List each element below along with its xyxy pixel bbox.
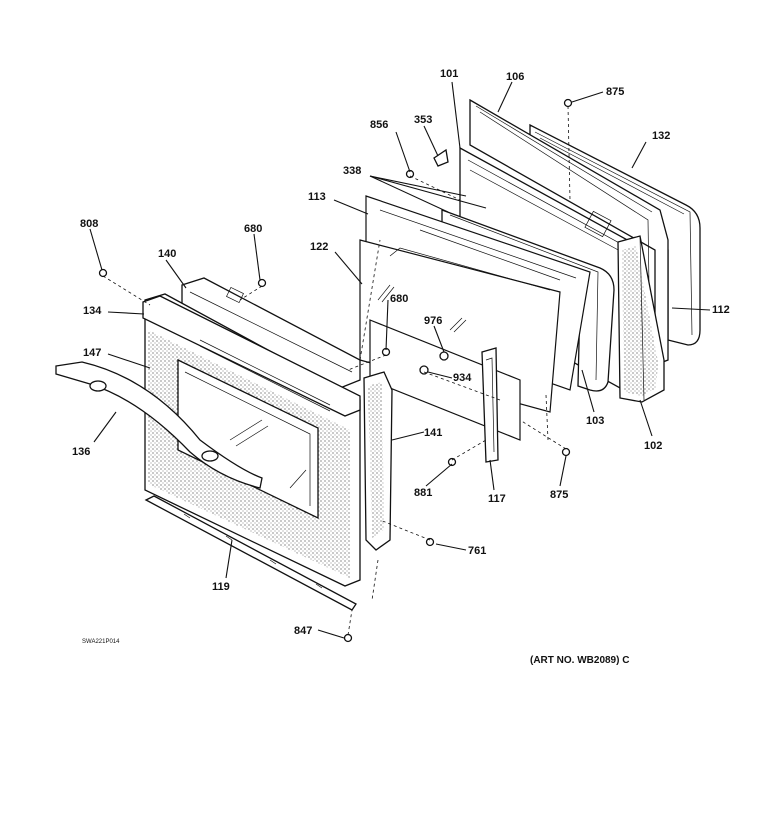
label-140: 140 <box>158 248 176 260</box>
label-112: 112 <box>712 304 730 316</box>
label-934: 934 <box>453 372 472 384</box>
label-147: 147 <box>83 347 101 359</box>
inner-glass-window <box>369 319 521 441</box>
label-102: 102 <box>644 440 662 452</box>
screw-808 <box>98 268 108 278</box>
side-trim-141 <box>363 371 393 551</box>
screw-875a <box>563 98 573 108</box>
leader-lines <box>89 81 711 639</box>
screw-680a <box>257 278 267 288</box>
part-labels: 101 106 875 856 353 132 338 113 808 140 … <box>72 68 730 637</box>
label-132: 132 <box>652 130 670 142</box>
drawing-code: SWA221P014 <box>82 639 120 645</box>
label-881: 881 <box>414 487 432 499</box>
label-122: 122 <box>310 241 328 253</box>
label-353: 353 <box>414 114 432 126</box>
label-680-mid: 680 <box>390 293 408 305</box>
label-106: 106 <box>506 71 524 83</box>
label-808: 808 <box>80 218 98 230</box>
label-141: 141 <box>424 427 442 439</box>
label-338: 338 <box>343 165 361 177</box>
label-847: 847 <box>294 625 312 637</box>
label-101: 101 <box>440 68 458 80</box>
screw-976 <box>439 351 449 361</box>
assembly-lines <box>102 105 571 636</box>
screw-847 <box>343 633 353 643</box>
label-875-bottom: 875 <box>550 489 568 501</box>
handle-136 <box>55 361 263 489</box>
door-side-rail-102 <box>617 235 665 403</box>
clip-353 <box>433 148 449 167</box>
label-136: 136 <box>72 446 90 458</box>
label-976: 976 <box>424 315 442 327</box>
art-number: (ART NO. WB2089) C <box>530 655 629 666</box>
label-117: 117 <box>488 493 506 505</box>
hinge-117 <box>481 347 499 463</box>
label-875-top: 875 <box>606 86 624 98</box>
screw-875b <box>561 447 571 457</box>
bottom-vent-119 <box>144 495 357 611</box>
label-134: 134 <box>83 305 102 317</box>
label-761: 761 <box>468 545 486 557</box>
top-rail-134 <box>142 295 361 417</box>
label-680-top: 680 <box>244 223 262 235</box>
label-113: 113 <box>308 191 326 203</box>
screw-881 <box>447 457 457 467</box>
washer-934 <box>419 365 429 375</box>
label-103: 103 <box>586 415 604 427</box>
label-856: 856 <box>370 119 388 131</box>
label-119: 119 <box>212 581 230 593</box>
screw-761 <box>425 537 435 547</box>
